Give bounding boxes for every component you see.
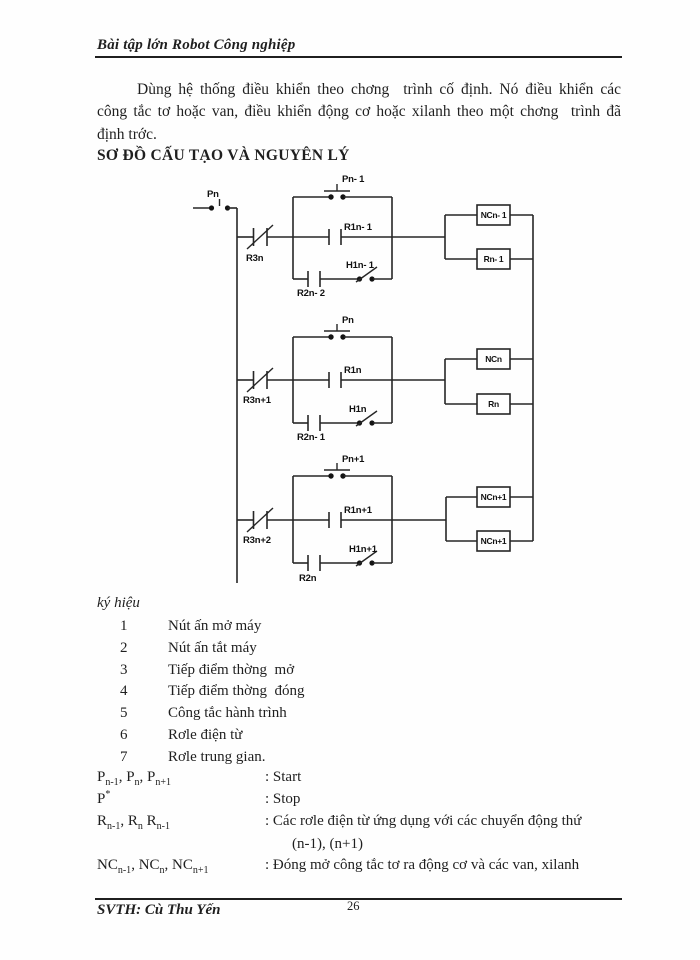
intro-paragraph: Dùng hệ thống điều khiển theo chơng trìn… xyxy=(97,79,621,146)
intro-line-3: định trớc. xyxy=(97,125,157,143)
no-contact-label: R1n- 1 xyxy=(344,222,373,233)
legend-item: 6 Rơle điện từ xyxy=(0,725,700,747)
pushbutton-symbol xyxy=(293,324,392,340)
definition-term-p: Pn-1, Pn, Pn+1 xyxy=(97,769,172,788)
legend-item-number: 6 xyxy=(120,726,128,743)
page-number: 26 xyxy=(347,899,360,913)
no-contact-symbol xyxy=(293,372,392,388)
coil-top-label: NCn+1 xyxy=(481,492,507,502)
coil-bottom-label: Rn- 1 xyxy=(484,254,504,264)
legend-title: ký hiệu xyxy=(97,595,140,611)
ladder-rung-1: R3n Pn- 1 R1n- 1 xyxy=(237,174,533,299)
definition-term-pstar: P* xyxy=(97,789,111,808)
legend-item: 2 Nút ấn tắt máy xyxy=(0,638,700,660)
ladder-rung-2: R3n+1 Pn R1n xyxy=(237,315,533,443)
nc-contact-label: R3n+2 xyxy=(243,535,271,546)
branch-contact-symbol xyxy=(293,271,358,287)
pushbutton-label: Pn- 1 xyxy=(342,174,365,185)
legend-item: 4 Tiếp điểm thờng đóng xyxy=(0,681,700,703)
branch-contact-symbol xyxy=(293,415,358,431)
pushbutton-symbol xyxy=(293,184,392,200)
limit-switch-label: H1n xyxy=(349,404,367,415)
limit-switch-symbol xyxy=(355,410,392,427)
legend-item-label: Tiếp điểm thờng mở xyxy=(168,661,295,678)
legend-item-number: 4 xyxy=(120,683,128,700)
no-contact-symbol xyxy=(293,229,392,245)
branch-contact-label: R2n xyxy=(299,573,317,584)
legend-item-label: Rơle điện từ xyxy=(168,726,243,743)
no-contact-label: R1n+1 xyxy=(344,505,373,516)
pushbutton-label: Pn+1 xyxy=(342,454,365,465)
branch-contact-label: R2n- 1 xyxy=(297,432,326,443)
no-contact-label: R1n xyxy=(344,365,362,376)
legend-item-number: 7 xyxy=(120,748,128,765)
intro-line-2: công tắc tơ hoặc van, điều khiển động cơ… xyxy=(97,103,621,121)
definition-desc-r-cont: (n-1), (n+1) xyxy=(292,836,363,852)
legend-item-number: 5 xyxy=(120,705,128,722)
legend-item: 1 Nút ấn mở máy xyxy=(0,616,700,638)
legend-item: 5 Công tắc hành trình xyxy=(0,703,700,725)
limit-switch-label: H1n+1 xyxy=(349,544,378,555)
coil-top-label: NCn xyxy=(485,354,502,364)
legend-item-label: Công tắc hành trình xyxy=(168,705,287,722)
section-heading: SƠ ĐỒ CẤU TẠO VÀ NGUYÊN LÝ xyxy=(97,147,350,164)
branch-contact-label: R2n- 2 xyxy=(297,288,325,299)
nc-contact-label: R3n xyxy=(246,253,264,264)
legend-item-label: Rơle trung gian. xyxy=(168,748,266,765)
definition-desc-nc: : Đóng mở công tắc tơ ra động cơ và các … xyxy=(265,857,580,873)
nc-contact-label: R3n+1 xyxy=(243,395,272,406)
legend-list: 1 Nút ấn mở máy 2 Nút ấn tắt máy 3 Tiếp … xyxy=(0,616,700,769)
pushbutton-label: Pn xyxy=(342,315,354,326)
legend-item-label: Nút ấn mở máy xyxy=(168,618,262,634)
definition-term-r: Rn-1, Rn Rn-1 xyxy=(97,813,170,832)
ladder-rung-3: R3n+2 Pn+1 R1n+1 xyxy=(237,454,533,584)
legend-item-number: 1 xyxy=(120,618,128,634)
definition-desc-pstar: : Stop xyxy=(265,791,301,807)
limit-switch-symbol xyxy=(355,550,392,567)
legend-item: 7 Rơle trung gian. xyxy=(0,747,700,769)
coil-bottom-label: NCn+1 xyxy=(481,536,507,546)
start-pushbutton-symbol: Pn xyxy=(193,189,237,211)
footer-rule xyxy=(95,898,622,900)
pushbutton-symbol xyxy=(293,463,392,479)
legend-item-label: Nút ấn tắt máy xyxy=(168,639,257,656)
legend-item-number: 2 xyxy=(120,639,128,656)
coil-top-label: NCn- 1 xyxy=(481,210,507,220)
coil-bottom-label: Rn xyxy=(488,399,499,409)
intro-line-1: Dùng hệ thống điều khiển theo chơng trìn… xyxy=(137,81,621,98)
definition-term-nc: NCn-1, NCn, NCn+1 xyxy=(97,857,209,876)
legend-item: 3 Tiếp điểm thờng mở xyxy=(0,660,700,682)
limit-switch-label: H1n- 1 xyxy=(346,260,375,271)
definition-desc-p: : Start xyxy=(265,769,302,785)
legend-item-number: 3 xyxy=(120,661,128,678)
branch-contact-symbol xyxy=(293,555,358,571)
limit-switch-symbol xyxy=(355,266,392,283)
footer-author: SVTH: Cù Thu Yến xyxy=(97,902,221,918)
definition-desc-r: : Các rơle điện từ ứng dụng với các chuy… xyxy=(265,813,582,829)
header-rule xyxy=(95,56,622,58)
start-pushbutton-label: Pn xyxy=(207,189,219,200)
legend-item-label: Tiếp điểm thờng đóng xyxy=(168,683,305,700)
header-title: Bài tập lớn Robot Công nghiệp xyxy=(97,37,296,53)
no-contact-symbol xyxy=(293,512,392,528)
